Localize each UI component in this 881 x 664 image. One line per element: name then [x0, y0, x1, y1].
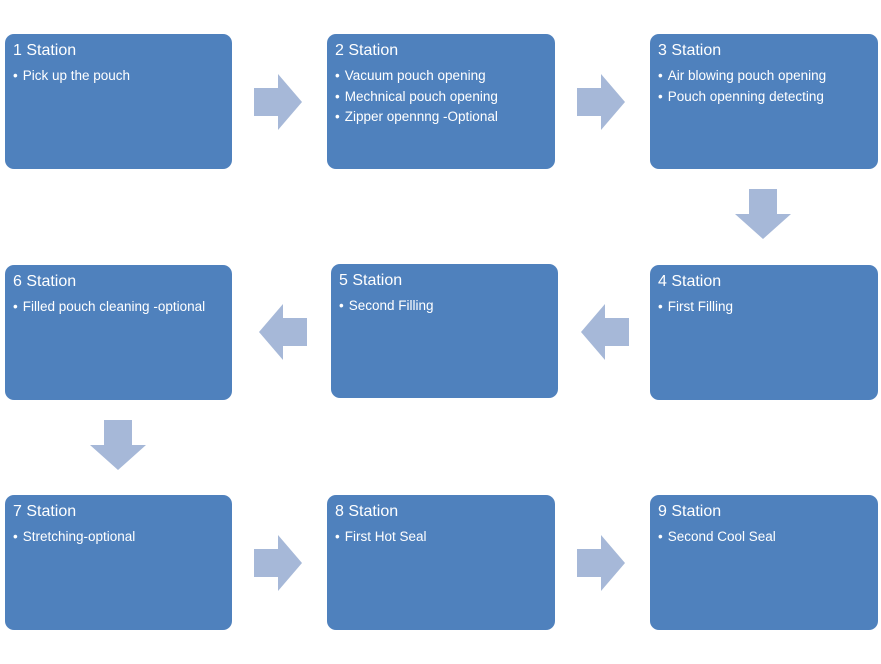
station-box-6: 6 Station •Filled pouch cleaning -option…: [5, 265, 232, 400]
station-title: 7 Station: [13, 503, 77, 520]
station-item: •Pouch openning detecting: [658, 88, 824, 104]
station-items: •Second Cool Seal: [658, 527, 870, 548]
station-items: •Vacuum pouch opening •Mechnical pouch o…: [335, 66, 547, 128]
station-box-1: 1 Station •Pick up the pouch: [5, 34, 232, 169]
station-items: •Stretching-optional: [13, 527, 224, 548]
station-title: 8 Station: [335, 503, 399, 520]
station-item: •Air blowing pouch opening: [658, 68, 827, 83]
station-title: 2 Station: [335, 42, 399, 59]
station-items: •First Hot Seal: [335, 527, 547, 548]
station-title: 1 Station: [13, 42, 77, 59]
station-item: •Vacuum pouch opening: [335, 68, 486, 83]
station-item: •First Filling: [658, 299, 733, 314]
station-title: 5 Station: [339, 272, 403, 289]
station-items: •Second Filling: [339, 296, 550, 317]
arrow-right-icon: [254, 535, 302, 591]
station-item: •Second Filling: [339, 298, 434, 313]
station-items: •Air blowing pouch opening •Pouch openni…: [658, 66, 870, 107]
arrow-right-icon: [577, 74, 625, 130]
station-item: •Pick up the pouch: [13, 68, 131, 83]
arrow-down-icon: [735, 189, 791, 239]
station-item: •Zipper opennng -Optional: [335, 109, 498, 124]
station-item: •Mechnical pouch opening: [335, 88, 498, 104]
station-item: •Stretching-optional: [13, 529, 136, 544]
station-box-4: 4 Station •First Filling: [650, 265, 878, 400]
station-items: •Filled pouch cleaning -optional: [13, 297, 224, 318]
station-item: •First Hot Seal: [335, 529, 427, 544]
station-item: •Filled pouch cleaning -optional: [13, 299, 206, 314]
station-title: 6 Station: [13, 273, 77, 290]
station-title: 9 Station: [658, 503, 722, 520]
arrow-right-icon: [254, 74, 302, 130]
arrow-left-icon: [581, 304, 629, 360]
station-item: •Second Cool Seal: [658, 529, 776, 544]
station-title: 4 Station: [658, 273, 722, 290]
arrow-right-icon: [577, 535, 625, 591]
arrow-left-icon: [259, 304, 307, 360]
arrow-down-icon: [90, 420, 146, 470]
station-box-5: 5 Station •Second Filling: [331, 264, 558, 398]
station-items: •First Filling: [658, 297, 870, 318]
station-title: 3 Station: [658, 42, 722, 59]
station-box-7: 7 Station •Stretching-optional: [5, 495, 232, 630]
station-box-8: 8 Station •First Hot Seal: [327, 495, 555, 630]
station-box-9: 9 Station •Second Cool Seal: [650, 495, 878, 630]
station-box-3: 3 Station •Air blowing pouch opening •Po…: [650, 34, 878, 169]
station-items: •Pick up the pouch: [13, 66, 224, 87]
station-box-2: 2 Station •Vacuum pouch opening •Mechnic…: [327, 34, 555, 169]
